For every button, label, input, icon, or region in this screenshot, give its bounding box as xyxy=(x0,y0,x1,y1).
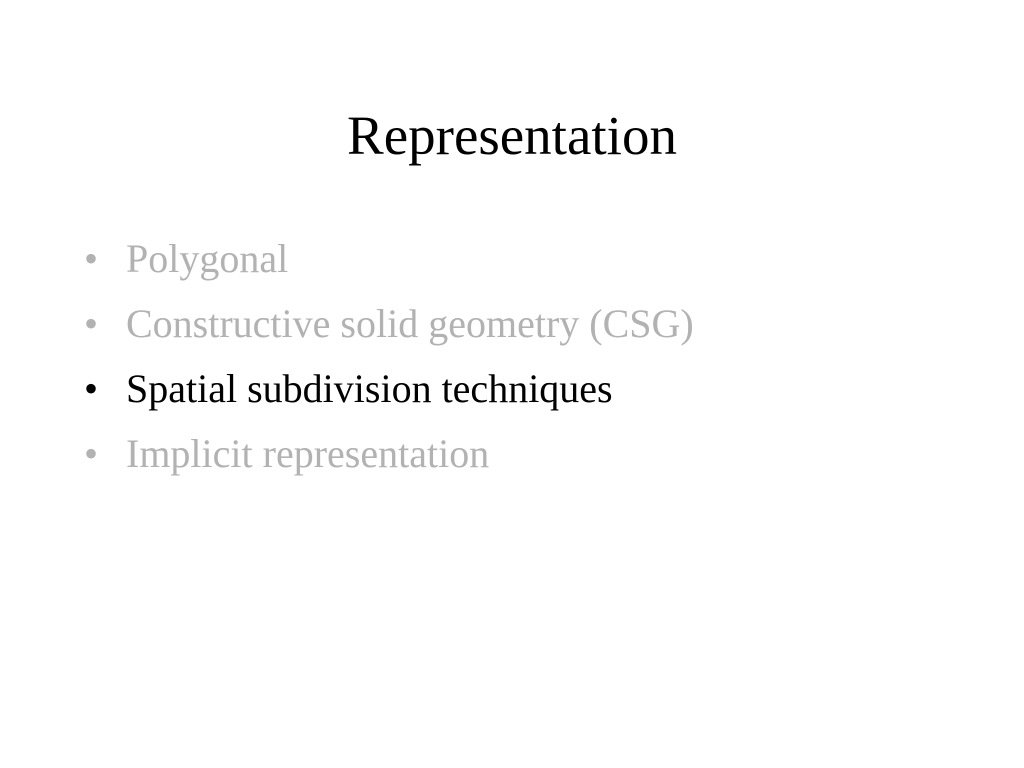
bullet-item-polygonal: • Polygonal xyxy=(84,226,694,291)
bullet-icon: • xyxy=(84,301,99,346)
bullet-label: Constructive solid geometry (CSG) xyxy=(126,301,694,346)
bullet-item-implicit: • Implicit representation xyxy=(84,421,694,486)
bullet-label: Polygonal xyxy=(126,236,289,281)
bullet-icon: • xyxy=(84,236,99,281)
bullet-item-spatial-subdivision: • Spatial subdivision techniques xyxy=(84,356,694,421)
slide-title: Representation xyxy=(347,105,677,166)
bullet-icon: • xyxy=(84,366,99,411)
bullet-label: Spatial subdivision techniques xyxy=(126,366,613,411)
bullet-list: • Polygonal • Constructive solid geometr… xyxy=(84,226,694,486)
bullet-icon: • xyxy=(84,431,99,476)
bullet-item-csg: • Constructive solid geometry (CSG) xyxy=(84,291,694,356)
bullet-label: Implicit representation xyxy=(126,431,490,476)
